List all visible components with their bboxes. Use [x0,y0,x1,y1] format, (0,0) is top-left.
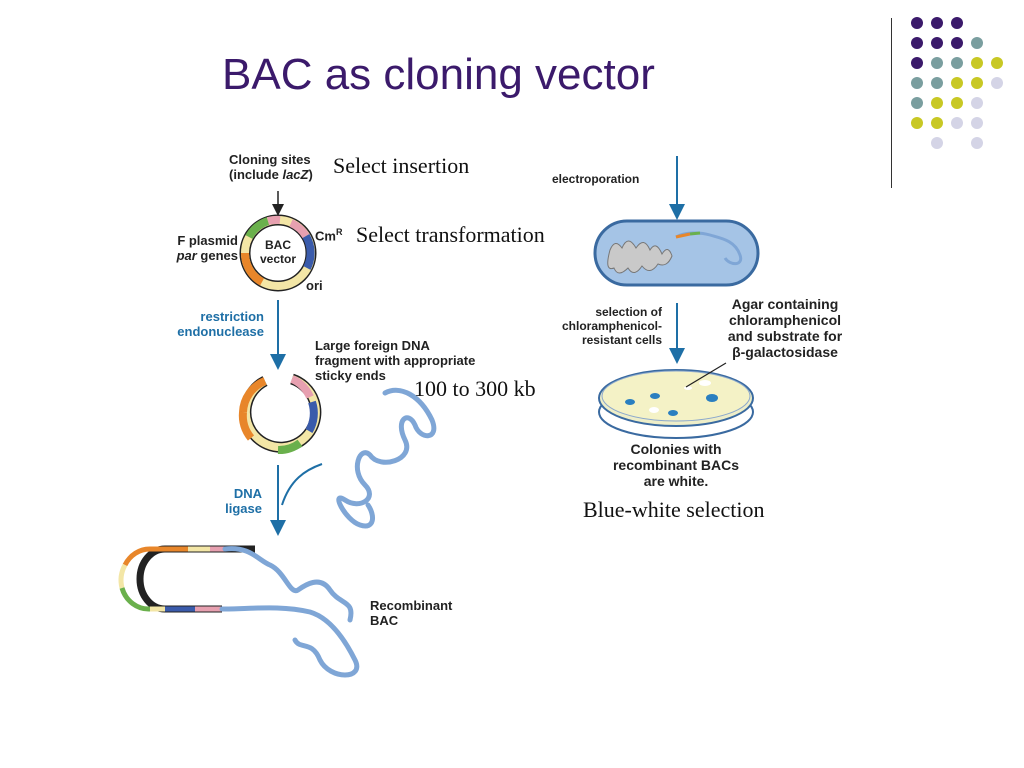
large-foreign-dna-label: Large foreign DNA fragment with appropri… [315,338,476,383]
slide-title: BAC as cloning vector [222,50,655,99]
dot-row-1 [911,17,963,29]
recombinant-bac-label: Recombinant BAC [370,598,453,628]
select-transformation-annotation: Select transformation [356,222,545,247]
blue-white-selection-annotation: Blue-white selection [583,497,765,522]
restriction-endonuclease-label: restriction endonuclease [177,309,264,339]
dot-row-4 [911,77,1003,89]
ecoli-cell [593,219,760,287]
agar-label: Agar containing chloramphenicol and subs… [727,296,843,360]
colonies-label: Colonies with recombinant BACs are white… [612,441,740,489]
cloning-sites-label: Cloning sites (include lacZ) [229,152,313,182]
bac-vector-plasmid [239,214,317,292]
ligase-curve [281,463,323,506]
dot-row-6 [911,117,983,129]
recombinant-bac [118,545,360,678]
dot-row-3 [911,57,1003,69]
cut-bac-plasmid [238,373,322,454]
dot-row-5 [911,97,983,109]
size-range-annotation: 100 to 300 kb [414,376,536,401]
foreign-dna-fragment [336,387,437,529]
f-plasmid-label: F plasmid par genes [176,233,238,263]
decorative-dot-grid [911,17,1003,149]
ori-label: ori [306,278,323,293]
bac-vector-label: BAC vector [259,238,297,266]
dot-row-7 [931,137,983,149]
select-insertion-annotation: Select insertion [333,153,470,178]
electroporation-label: electroporation [552,172,640,186]
cmr-label: CmR [315,227,343,244]
vertical-divider [891,18,892,188]
dna-ligase-label: DNA ligase [225,486,262,516]
selection-resistant-cells-label: selection of chloramphenicol- resistant … [561,305,662,347]
dot-row-2 [911,37,983,49]
petri-dish [598,362,754,439]
